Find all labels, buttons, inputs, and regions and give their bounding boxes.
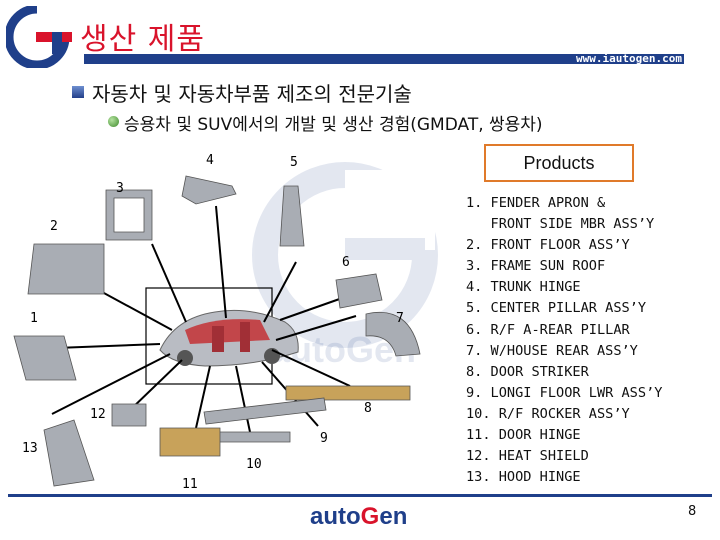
- header-bar: [84, 54, 684, 64]
- diagram-label: 7: [396, 311, 404, 326]
- list-item: 2. FRONT FLOOR ASS’Y: [466, 237, 630, 254]
- footer-logo-suffix: en: [379, 503, 408, 530]
- square-bullet-icon: [72, 86, 84, 98]
- watermark-g-icon: [252, 162, 438, 348]
- list-item: 7. W/HOUSE REAR ASS’Y: [466, 342, 638, 359]
- part-8-door-striker-image: [285, 385, 411, 401]
- list-item: 8. DOOR STRIKER: [466, 363, 589, 380]
- diagram-label: 2: [50, 219, 58, 234]
- part-9-longi-floor-image: [203, 397, 327, 425]
- list-item: 6. R/F A-REAR PILLAR: [466, 321, 630, 338]
- part-10-rocker-image: [209, 431, 291, 443]
- footer-logo-g: G: [360, 503, 380, 530]
- products-label: Products: [523, 152, 595, 173]
- footer-divider: [8, 494, 712, 497]
- round-bullet-icon: [108, 116, 119, 127]
- autogen-logo-icon: [6, 6, 72, 68]
- section-subheading: 승용차 및 SUV에서의 개발 및 생산 경험(GMDAT, 쌍용차): [124, 115, 543, 135]
- diagram-label: 10: [246, 457, 262, 472]
- list-item: 5. CENTER PILLAR ASS’Y: [466, 300, 647, 317]
- page-title: 생산 제품: [80, 22, 205, 57]
- list-item: 1. FENDER APRON &: [466, 195, 606, 211]
- part-3-sunroof-frame-image: [105, 189, 153, 241]
- diagram-label: 3: [116, 181, 124, 196]
- diagram-label: 8: [364, 401, 372, 416]
- part-12-heat-shield-image: [111, 403, 147, 427]
- diagram-label: 5: [290, 155, 298, 170]
- footer-logo-prefix: auto: [310, 503, 361, 530]
- list-item: 3. FRAME SUN ROOF: [466, 258, 606, 275]
- diagram-label: 4: [206, 153, 214, 168]
- list-item: 11. DOOR HINGE: [466, 427, 581, 444]
- car-body-image: [159, 309, 299, 367]
- website-url: www.iautogen.com: [576, 52, 682, 65]
- list-item: 13. HOOD HINGE: [466, 469, 581, 486]
- product-list: 1. FENDER APRON & FRONT SIDE MBR ASS’Y 2…: [466, 193, 662, 488]
- part-7-wheelhouse-image: [365, 312, 421, 357]
- footer-logo: autoGen: [310, 503, 407, 531]
- diagram-label: 6: [342, 255, 350, 270]
- part-6-rear-pillar-image: [335, 273, 383, 309]
- products-box: Products: [484, 144, 634, 182]
- section-heading: 자동차 및 자동차부품 제조의 전문기술: [92, 82, 412, 106]
- list-item: 10. R/F ROCKER ASS’Y: [466, 405, 630, 422]
- diagram-label: 11: [182, 477, 198, 492]
- list-item: FRONT SIDE MBR ASS’Y: [466, 216, 655, 233]
- list-item: 9. LONGI FLOOR LWR ASS’Y: [466, 384, 663, 401]
- list-item: 12. HEAT SHIELD: [466, 448, 589, 465]
- part-5-center-pillar-image: [279, 185, 305, 247]
- list-item: 4. TRUNK HINGE: [466, 279, 581, 296]
- part-1-fender-apron-image: [13, 335, 77, 381]
- part-4-trunk-hinge-image: [181, 175, 237, 205]
- page-number: 8: [688, 504, 697, 519]
- diagram-label: 12: [90, 407, 106, 422]
- part-2-front-floor-image: [27, 243, 105, 295]
- diagram-label: 13: [22, 441, 38, 456]
- part-13-hood-hinge-image: [43, 419, 95, 487]
- callout-arrows: [51, 205, 357, 433]
- diagram-label: 1: [30, 311, 38, 326]
- diagram-label: 9: [320, 431, 328, 446]
- parts-diagram: autoGen: [13, 153, 438, 492]
- part-11-door-hinge-image: [159, 427, 221, 457]
